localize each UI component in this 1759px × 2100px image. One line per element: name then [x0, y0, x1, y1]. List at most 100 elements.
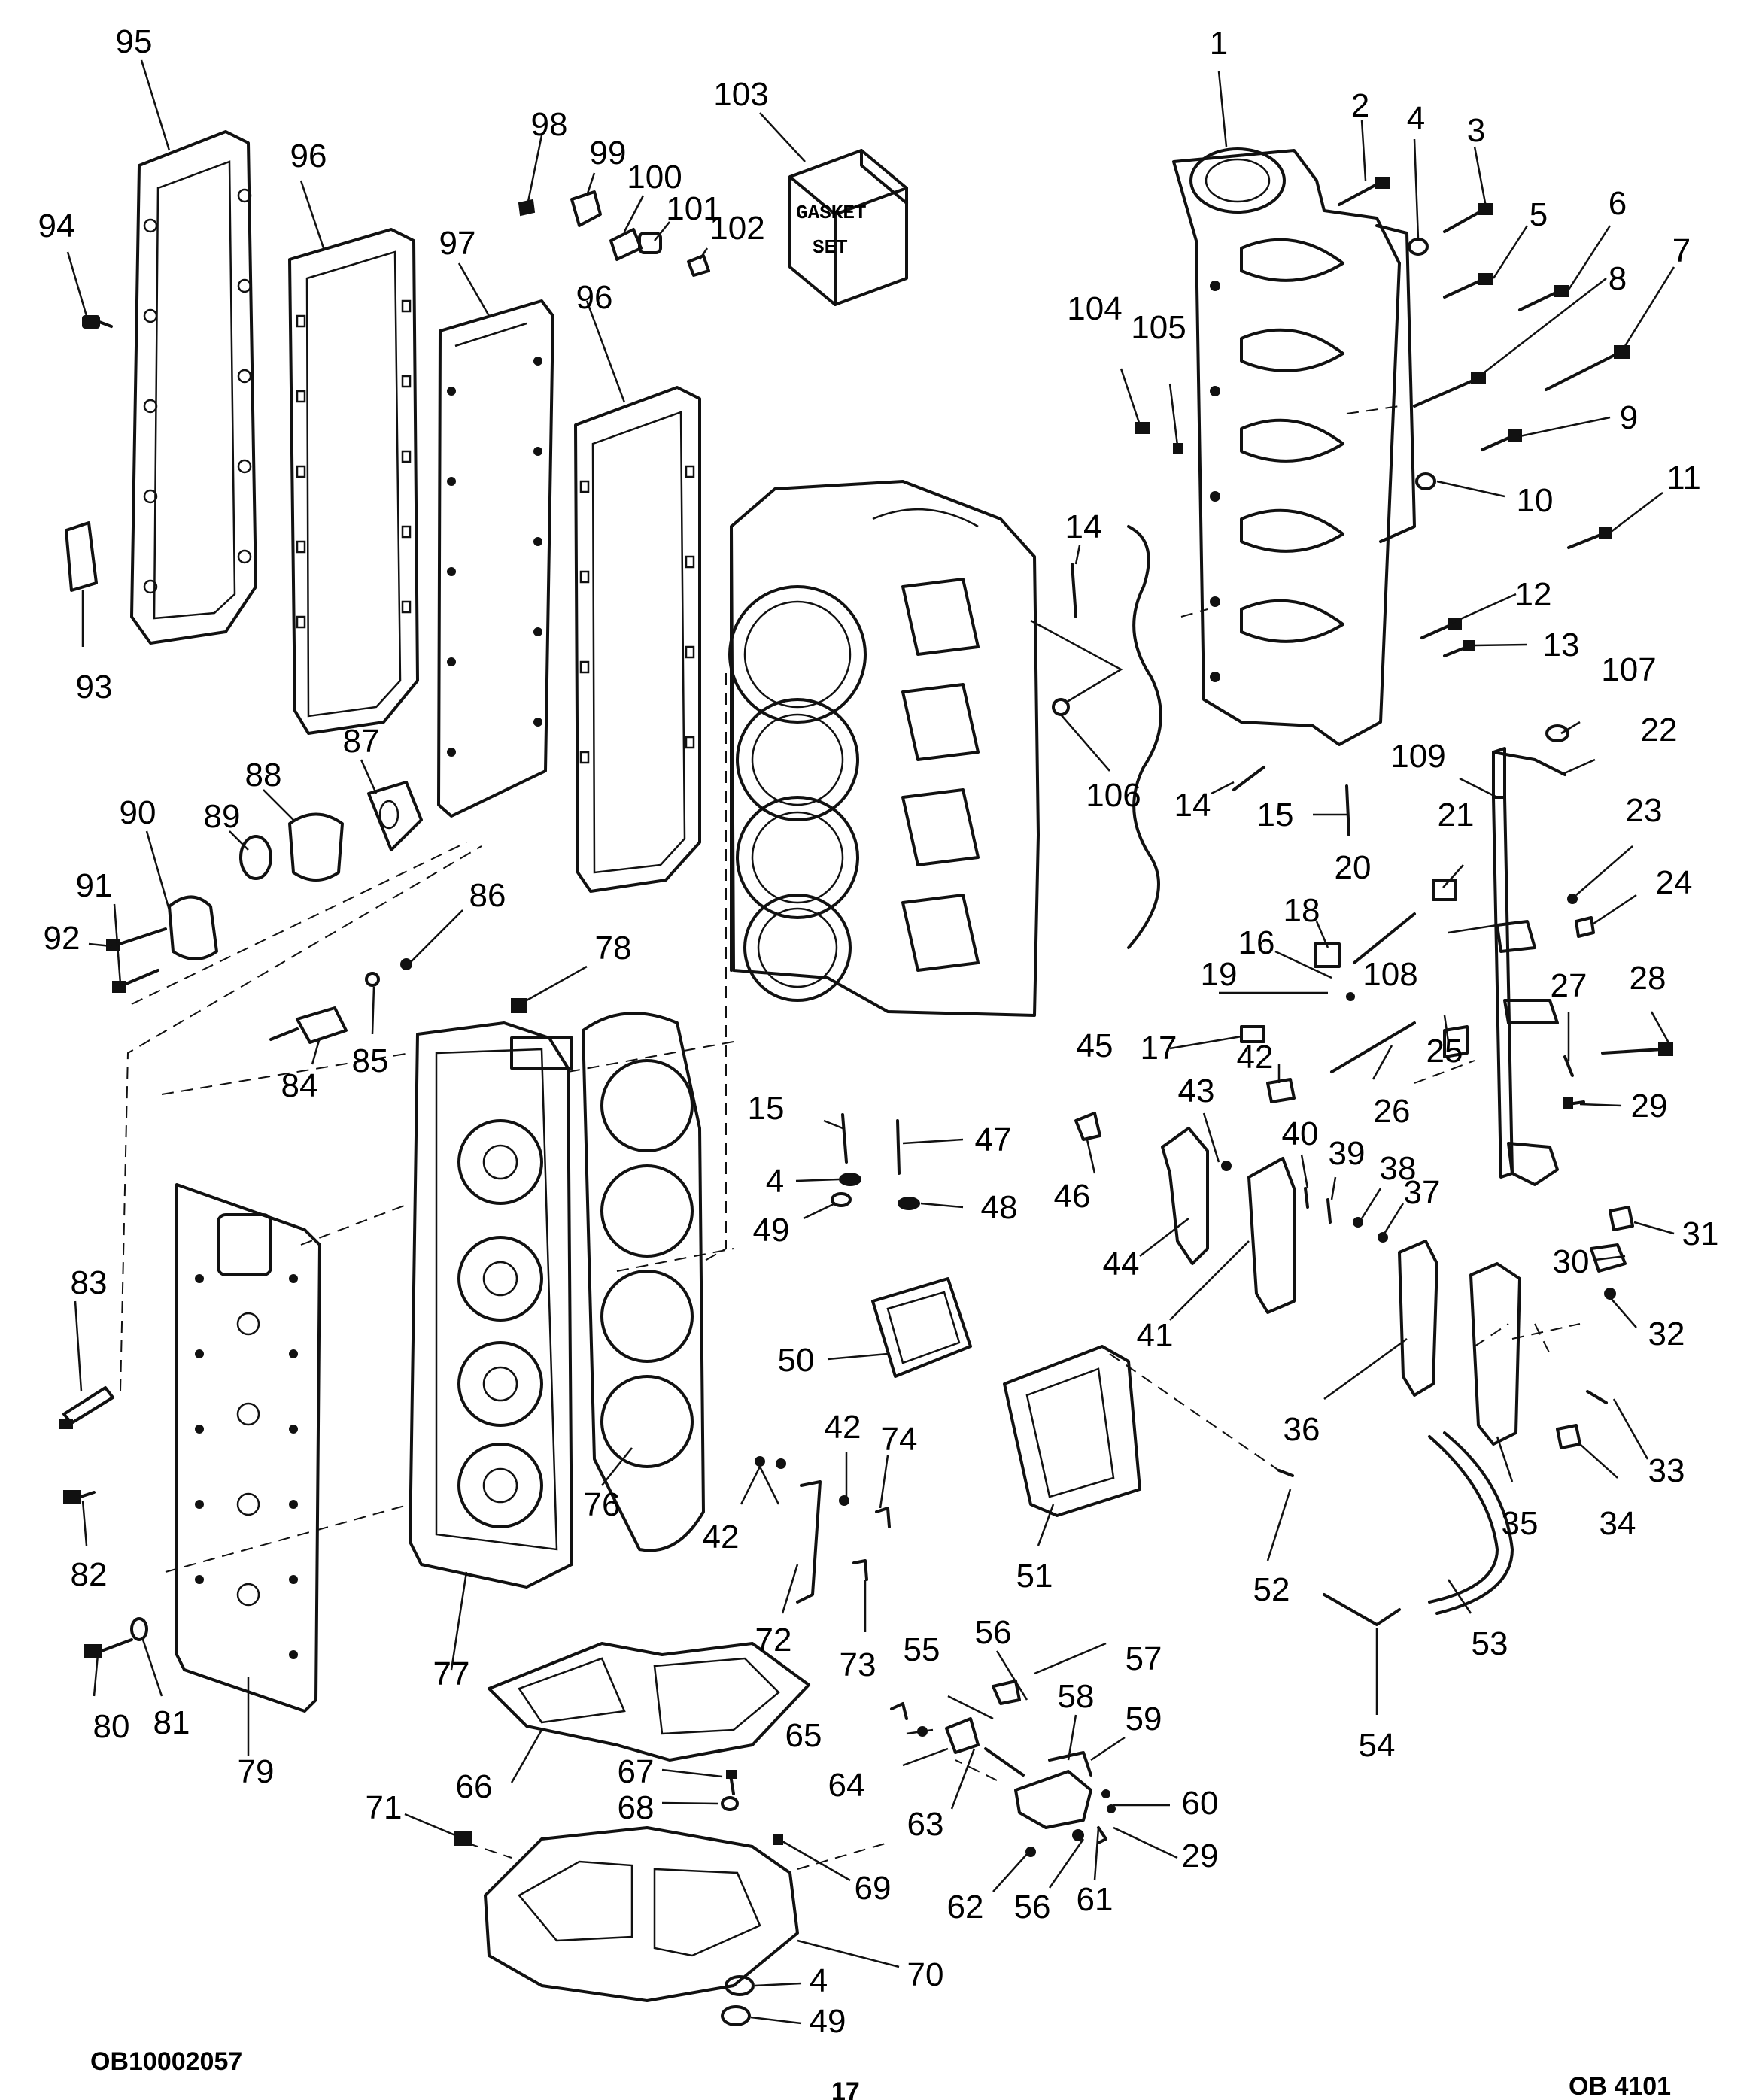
gasket-set-line2: SET: [813, 236, 848, 259]
callout-92: 92: [44, 920, 81, 957]
callout-4-mid: 4: [766, 1163, 784, 1200]
callout-100: 100: [627, 159, 682, 196]
callout-52: 52: [1253, 1571, 1290, 1608]
callout-98: 98: [531, 106, 568, 143]
callout-78: 78: [595, 930, 632, 967]
bolts-2-13: [1338, 177, 1630, 657]
callout-94: 94: [38, 208, 75, 244]
brace-45: [1127, 525, 1162, 949]
callout-71: 71: [366, 1789, 403, 1826]
callout-25: 25: [1426, 1033, 1463, 1070]
thermostat-assembly-84-92: [106, 781, 423, 1044]
callout-13: 13: [1543, 627, 1580, 663]
callout-107: 107: [1601, 651, 1656, 688]
cover-50-51: [871, 1277, 1294, 1517]
callout-10: 10: [1517, 482, 1554, 519]
callout-86: 86: [469, 877, 506, 914]
callout-101: 101: [666, 190, 721, 227]
exhaust-gasket-96-left: [288, 228, 419, 735]
callout-9: 9: [1620, 399, 1638, 436]
callout-69: 69: [855, 1870, 892, 1907]
callout-14-top: 14: [1065, 508, 1102, 545]
callout-27: 27: [1551, 967, 1587, 1004]
callout-32: 32: [1648, 1316, 1685, 1352]
callout-49-mid: 49: [753, 1212, 790, 1249]
callout-90: 90: [120, 794, 156, 831]
pins-14-106: [1052, 563, 1265, 791]
callout-30: 30: [1553, 1243, 1590, 1280]
gasket-set-box-103: GASKET SET: [788, 149, 908, 306]
callout-47: 47: [975, 1121, 1012, 1158]
callout-88: 88: [245, 757, 282, 794]
callout-44: 44: [1103, 1246, 1140, 1282]
callout-87: 87: [343, 723, 380, 760]
callout-37: 37: [1404, 1174, 1441, 1211]
callout-64: 64: [828, 1767, 865, 1804]
callout-95: 95: [116, 23, 153, 60]
callout-66: 66: [456, 1768, 493, 1805]
callout-40: 40: [1282, 1115, 1319, 1152]
callout-24: 24: [1656, 864, 1693, 901]
callout-60: 60: [1182, 1785, 1219, 1822]
callout-1: 1: [1210, 25, 1228, 62]
callout-39: 39: [1329, 1135, 1366, 1172]
callout-43: 43: [1178, 1073, 1215, 1109]
callout-42-c: 42: [703, 1519, 740, 1555]
callout-55: 55: [904, 1631, 940, 1668]
screws-67-71: [454, 1770, 783, 2026]
alignment-lines: [120, 405, 1581, 1870]
hose-53-54: [1323, 1431, 1514, 1626]
callout-45: 45: [1077, 1027, 1113, 1064]
callout-22: 22: [1641, 712, 1678, 748]
callout-96-left: 96: [290, 138, 327, 174]
gasket-66: [488, 1642, 810, 1762]
callout-21: 21: [1438, 797, 1475, 833]
brackets-35-36: [1398, 1240, 1521, 1446]
crankcase-1: [1172, 147, 1416, 746]
screw-94: [82, 315, 113, 329]
bracket-43-44: [1161, 1127, 1232, 1265]
callout-42-a: 42: [1237, 1039, 1274, 1076]
callout-6: 6: [1609, 185, 1627, 222]
callout-4-bottom: 4: [810, 1962, 828, 1999]
callout-18: 18: [1284, 892, 1320, 929]
callout-51: 51: [1016, 1558, 1053, 1595]
callout-99: 99: [590, 135, 627, 171]
callout-80: 80: [93, 1708, 130, 1745]
callout-28: 28: [1630, 960, 1666, 997]
callout-57: 57: [1126, 1640, 1162, 1677]
callout-108: 108: [1363, 956, 1417, 993]
callout-35: 35: [1502, 1505, 1539, 1542]
callout-89: 89: [204, 798, 241, 835]
callout-63: 63: [907, 1806, 944, 1843]
callout-49-bottom: 49: [810, 2003, 846, 2040]
callout-29-right: 29: [1631, 1088, 1668, 1124]
callout-4: 4: [1407, 100, 1425, 137]
callout-97: 97: [439, 225, 476, 262]
callout-79: 79: [238, 1753, 275, 1790]
studs-washers-block: [831, 1112, 1101, 1210]
callout-72: 72: [755, 1622, 792, 1658]
callout-59: 59: [1126, 1701, 1162, 1737]
callout-31: 31: [1682, 1215, 1719, 1252]
callout-82: 82: [71, 1556, 108, 1593]
exhaust-plate-97: [437, 299, 554, 818]
callout-106: 106: [1086, 777, 1141, 814]
linkage-rod-22-109: [1492, 724, 1569, 1186]
callout-54: 54: [1359, 1727, 1396, 1764]
callout-20: 20: [1335, 849, 1372, 886]
callout-17: 17: [1141, 1030, 1177, 1067]
callout-109: 109: [1390, 738, 1445, 775]
callout-65: 65: [785, 1717, 822, 1754]
callout-8: 8: [1609, 260, 1627, 297]
callout-76: 76: [584, 1486, 621, 1523]
callout-2: 2: [1351, 87, 1369, 124]
callout-19: 19: [1201, 956, 1238, 993]
callout-38: 38: [1380, 1150, 1417, 1187]
callout-102: 102: [709, 210, 764, 247]
adaptor-plate-70: [484, 1826, 799, 2002]
callout-93: 93: [76, 669, 113, 706]
callout-48: 48: [981, 1189, 1018, 1226]
callout-103: 103: [713, 76, 768, 113]
